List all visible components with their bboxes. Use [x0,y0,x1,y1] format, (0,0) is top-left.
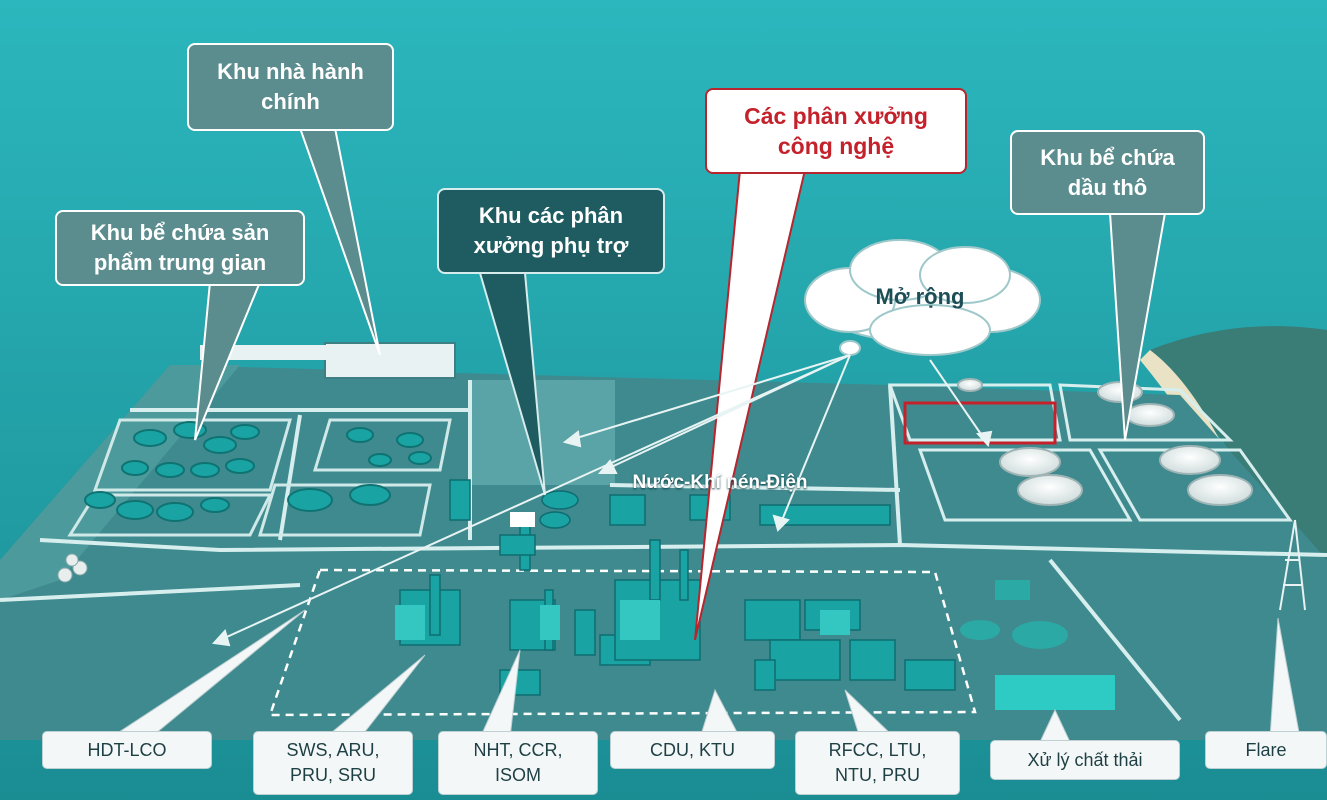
utility-center-label: Nước-Khí nén-Điện [632,472,808,493]
utilities-label: Khu các phân xưởng phụ trợ [473,203,629,258]
unit-box-sws-aru: SWS, ARU, PRU, SRU [253,731,413,795]
intermediate-tank-label: Khu bể chứa sản phẩm trung gian [90,220,270,275]
process-zone-border [268,568,977,717]
utilities-callout: Khu các phân xưởng phụ trợ [437,188,665,274]
intermediate-tanks [84,421,432,522]
unit-box-flare: Flare [1205,731,1327,769]
crude-tank-label: Khu bể chứa dầu thô [1040,144,1175,200]
utility-buildings [449,479,891,529]
unit-label: Flare [1245,739,1287,760]
unit-box-rfcc: RFCC, LTU, NTU, PRU [795,731,960,795]
unit-label: NHT, CCR, ISOM [473,740,563,785]
small-building [510,512,535,527]
waste-ponds [960,580,1068,649]
expansion-cloud [804,239,1041,356]
process-units-callout: Các phân xưởng công nghệ [705,88,967,174]
unit-label: HDT-LCO [87,739,167,760]
unit-box-nht-ccr: NHT, CCR, ISOM [438,731,598,795]
unit-box-hdt-lco: HDT-LCO [42,731,212,769]
waste-treatment-basin [995,675,1115,710]
plant-ground [0,365,1327,740]
unit-label: SWS, ARU, PRU, SRU [286,740,380,785]
expansion-zone [903,401,1057,445]
flare-stack [1279,519,1306,611]
admin-area-callout: Khu nhà hành chính [187,43,394,131]
admin-building [324,342,456,379]
crude-tanks [957,378,1253,506]
expansion-callout: Mở rộng [850,280,990,314]
unit-label-pointers [108,609,1301,743]
unit-box-cdu-ktu: CDU, KTU [610,731,775,769]
unit-box-waste-treatment: Xử lý chất thải [990,740,1180,780]
roads [0,380,1327,722]
process-units-label: Các phân xưởng công nghệ [744,103,928,159]
gas-spheres [57,553,88,583]
expansion-label: Mở rộng [875,284,965,309]
intermediate-tank-callout: Khu bể chứa sản phẩm trung gian [55,210,305,286]
expansion-arrows [211,354,993,647]
unit-label: RFCC, LTU, NTU, PRU [828,740,927,785]
process-highlights [395,600,850,640]
admin-area-label: Khu nhà hành chính [217,59,364,114]
utility-center-callout: Nước-Khí nén-Điện [600,470,840,496]
unit-label: CDU, KTU [650,739,735,760]
beach [1140,350,1327,660]
unit-label: Xử lý chất thải [1027,749,1143,770]
crude-tank-callout: Khu bể chứa dầu thô [1010,130,1205,215]
